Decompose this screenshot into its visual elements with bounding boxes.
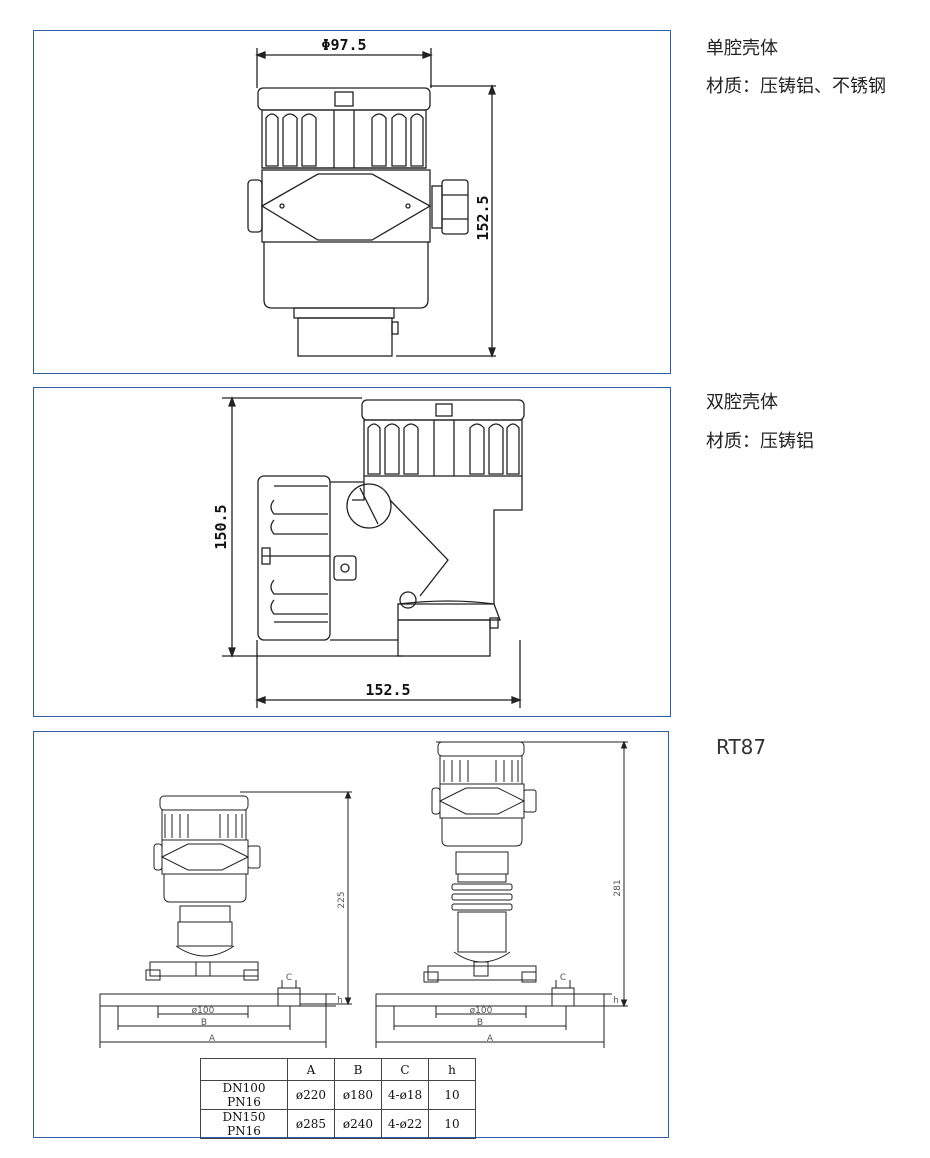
- rt87-right-a-label: A: [487, 1034, 494, 1044]
- table-cell: 4-ø22: [381, 1109, 429, 1139]
- panel1-material: 材质：压铸铝、不锈钢: [706, 76, 886, 97]
- panel3-model: RT87: [716, 735, 767, 759]
- rt87-right-height-label: 281: [613, 879, 623, 896]
- panel1-title: 单腔壳体: [706, 38, 778, 59]
- rt87-right-drawing: [375, 740, 628, 1048]
- rt87-left-drawing: [99, 790, 352, 1048]
- panel2-material: 材质：压铸铝: [706, 431, 814, 452]
- table-cell: ø220: [287, 1080, 335, 1110]
- rt87-left-h-label: h: [337, 996, 343, 1006]
- rt87-right-b-label: B: [477, 1018, 483, 1028]
- dual-housing-drawing: [222, 396, 525, 708]
- rt87-left-dia-label: ø100: [192, 1006, 215, 1016]
- rt87-left-c-label: C: [286, 973, 292, 983]
- table-header-cell: h: [428, 1058, 476, 1081]
- rt87-right-c-label: C: [560, 973, 566, 983]
- rt87-right-h-label: h: [613, 996, 619, 1006]
- p1-height-label: 152.5: [474, 195, 492, 240]
- table-row: DN100 PN16 ø220 ø180 4-ø18 10: [200, 1080, 476, 1110]
- table-cell: 4-ø18: [381, 1080, 429, 1110]
- p2-height-label: 150.5: [212, 504, 230, 549]
- table-cell: ø285: [287, 1109, 335, 1139]
- table-cell: ø180: [334, 1080, 382, 1110]
- table-cell: DN100 PN16: [200, 1080, 288, 1110]
- table-cell: ø240: [334, 1109, 382, 1139]
- rt87-left-b-label: B: [201, 1018, 207, 1028]
- table-header-cell: C: [381, 1058, 429, 1081]
- table-cell: DN150 PN16: [200, 1109, 288, 1139]
- single-housing-drawing: [247, 48, 496, 358]
- table-cell: 10: [428, 1109, 476, 1139]
- p2-width-label: 152.5: [365, 681, 410, 699]
- table-header-cell: B: [334, 1058, 382, 1081]
- panel2-title: 双腔壳体: [706, 392, 778, 413]
- table-cell: 10: [428, 1080, 476, 1110]
- rt87-left-height-label: 225: [337, 891, 347, 908]
- rt87-right-dia-label: ø100: [470, 1006, 493, 1016]
- single-chamber-housing-panel: [33, 30, 671, 374]
- rt87-left-a-label: A: [209, 1034, 216, 1044]
- table-header-cell: A: [287, 1058, 335, 1081]
- p1-width-label: Φ97.5: [321, 36, 366, 54]
- flange-spec-table: A B C h DN100 PN16 ø220 ø180 4-ø18 10 DN…: [200, 1058, 476, 1139]
- table-header-cell: [200, 1058, 288, 1081]
- table-row: DN150 PN16 ø285 ø240 4-ø22 10: [200, 1109, 476, 1139]
- table-header-row: A B C h: [200, 1058, 476, 1081]
- dual-chamber-housing-panel: [33, 387, 671, 717]
